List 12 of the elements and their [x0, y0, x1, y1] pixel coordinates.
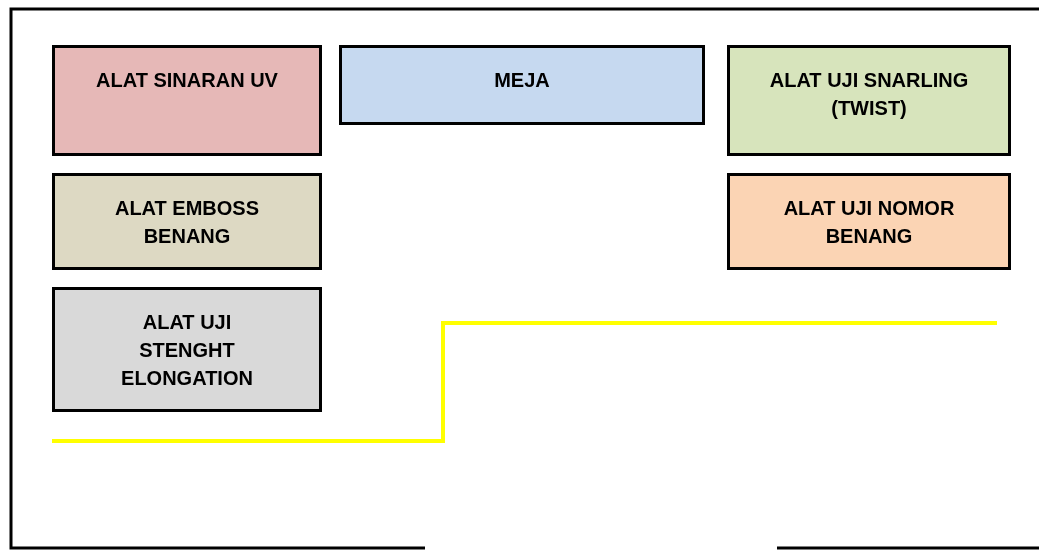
equipment-label: ALAT UJI SNARLING (TWIST): [768, 68, 970, 121]
equipment-box: [727, 173, 1011, 270]
equipment-box: [52, 45, 322, 156]
equipment-label: ALAT EMBOSS BENANG: [113, 196, 261, 249]
equipment-box: [339, 45, 705, 125]
equipment-label: ALAT UJI NOMOR BENANG: [782, 196, 956, 249]
equipment-box: [727, 45, 1011, 156]
equipment-label: ALAT SINARAN UV: [96, 68, 278, 93]
equipment-box: [52, 287, 322, 412]
equipment-label: MEJA: [494, 68, 550, 93]
equipment-label: ALAT UJI STENGHT ELONGATION: [120, 310, 254, 391]
equipment-box: [52, 173, 322, 270]
